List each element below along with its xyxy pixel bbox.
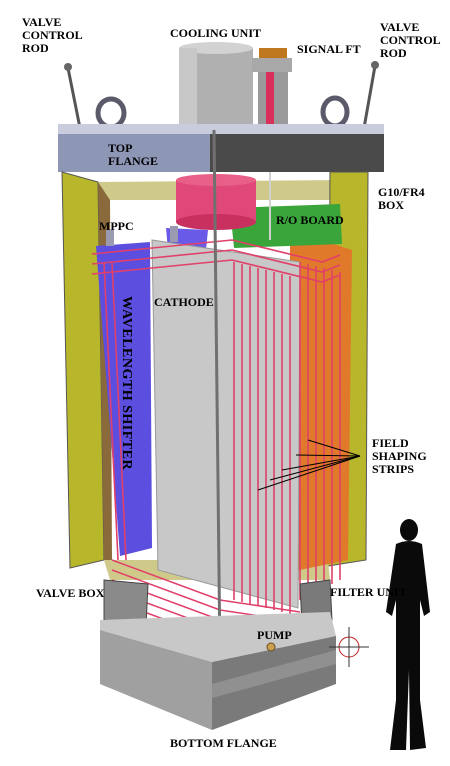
label-valve-control-rod-right: VALVE CONTROL ROD xyxy=(380,20,441,60)
label-pump: PUMP xyxy=(257,628,292,642)
pump-marker xyxy=(266,642,276,652)
label-wavelength-shifter: WAVELENGTH SHIFTER xyxy=(119,296,134,471)
mppc-left xyxy=(106,230,114,246)
label-bottom-flange: BOTTOM FLANGE xyxy=(170,736,277,750)
label-mppc: MPPC xyxy=(99,219,134,233)
ro-board xyxy=(230,204,342,248)
label-field-shaping-strips: FIELD SHAPING STRIPS xyxy=(372,436,427,476)
label-valve-control-rod-left: VALVE CONTROL ROD xyxy=(22,15,83,55)
top-flange xyxy=(58,124,384,172)
label-valve-box: VALVE BOX xyxy=(36,586,105,600)
lifting-ring-left xyxy=(95,96,127,130)
bottom-flange xyxy=(100,612,336,730)
field-strips-pointers xyxy=(257,439,361,491)
crosshair-icon xyxy=(329,627,369,667)
wavelength-shifter-panel xyxy=(96,242,152,556)
signal-feedthrough xyxy=(252,48,292,128)
label-filter-unit: FILTER UNIT xyxy=(330,585,407,599)
central-rod xyxy=(212,129,222,661)
cooling-unit xyxy=(179,42,253,130)
human-silhouette-icon xyxy=(386,519,430,750)
field-cage-back xyxy=(290,230,352,572)
lifting-ring-right xyxy=(320,95,350,129)
mppc-right xyxy=(170,226,178,242)
label-top-flange: TOP FLANGE xyxy=(108,141,159,168)
valve-control-rod-right xyxy=(362,61,379,129)
valve-control-rod-left xyxy=(64,63,82,129)
label-signal-ft: SIGNAL FT xyxy=(297,42,361,56)
label-g10-box: G10/FR4 BOX xyxy=(378,185,425,212)
label-cooling-unit: COOLING UNIT xyxy=(170,26,262,40)
label-ro-board: R/O BOARD xyxy=(276,213,344,227)
label-cathode: CATHODE xyxy=(154,295,214,309)
